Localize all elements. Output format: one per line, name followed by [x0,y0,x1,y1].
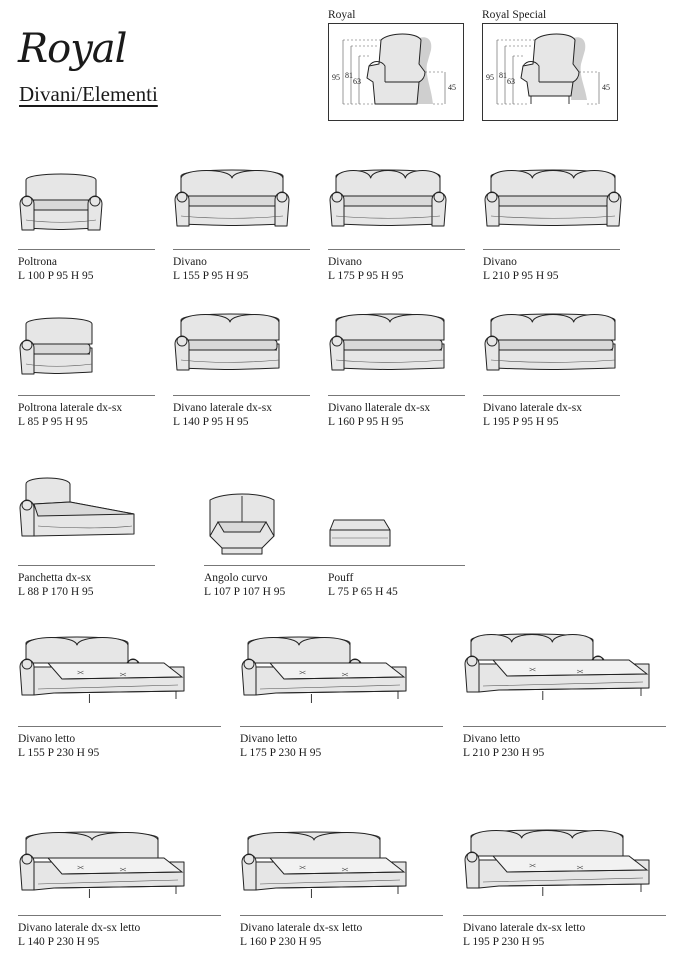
product-name: Divano letto [18,733,76,745]
furniture-drawing [174,169,290,227]
furniture-drawing [19,477,135,537]
divider-line [18,726,221,727]
divider-line [204,565,341,566]
divider-line [483,395,620,396]
furniture-drawing [174,313,280,371]
product-dimensions: L 175 P 230 H 95 [240,747,322,759]
product-dimensions: L 210 P 95 H 95 [483,270,559,282]
divider-line [240,915,443,916]
furniture-drawing [484,313,616,371]
divider-line [463,915,666,916]
product-dimensions: L 175 P 95 H 95 [328,270,404,282]
product-dimensions: L 88 P 170 H 95 [18,586,94,598]
reference-royal-special: Royal Special 95 81 63 45 [482,8,620,121]
divider-line [483,249,620,250]
divider-line [463,726,666,727]
divider-line [18,565,155,566]
product-dimensions: L 107 P 107 H 95 [204,586,286,598]
divider-line [240,726,443,727]
product-name: Poltrona laterale dx-sx [18,402,123,414]
furniture-drawing [241,636,407,703]
product-name: Divano letto [463,733,521,745]
furniture-drawing [464,633,650,700]
product-name: Divano [328,256,362,268]
brand-title: Royal [18,26,127,72]
furniture-drawing [209,493,275,555]
product-name: Divano laterale dx-sx letto [240,922,363,934]
divider-line [18,915,221,916]
divider-line [173,395,310,396]
dim-label: 45 [448,83,456,92]
product-name: Angolo curvo [204,572,268,584]
furniture-drawing [329,519,391,547]
dim-label: 63 [507,77,515,86]
product-name: Divano laterale dx-sx letto [18,922,141,934]
dim-label: 81 [499,71,507,80]
product-name: Pouff [328,572,354,584]
product-dimensions: L 195 P 95 H 95 [483,416,559,428]
reference-title: Royal [328,9,356,21]
product-name: Divano llaterale dx-sx [328,402,431,414]
divider-line [328,395,465,396]
furniture-drawing [19,173,103,231]
reference-box: 95 81 63 45 [328,23,464,121]
product-dimensions: L 160 P 230 H 95 [240,936,322,948]
furniture-drawing [464,829,650,896]
product-dimensions: L 75 P 65 H 45 [328,586,398,598]
product-dimensions: L 210 P 230 H 95 [463,747,545,759]
product-name: Divano letto [240,733,298,745]
divider-line [18,395,155,396]
divider-line [173,249,310,250]
product-name: Divano [483,256,517,268]
product-dimensions: L 160 P 95 H 95 [328,416,404,428]
divider-line [328,565,465,566]
reference-title: Royal Special [482,9,547,21]
furniture-drawing [329,313,445,371]
reference-royal: Royal 95 81 63 45 [328,8,466,121]
dim-label: 81 [345,71,353,80]
divider-line [18,249,155,250]
reference-box: 95 81 63 45 [482,23,618,121]
product-dimensions: L 140 P 230 H 95 [18,936,100,948]
divider-line [328,249,465,250]
side-profile-drawing: 95 81 63 45 [332,33,456,105]
side-profile-drawing: 95 81 63 45 [486,33,610,105]
product-name: Poltrona [18,256,57,268]
product-name: Divano laterale dx-sx [483,402,582,414]
furniture-drawing [19,831,185,898]
product-dimensions: L 100 P 95 H 95 [18,270,94,282]
dim-label: 95 [486,73,494,82]
furniture-drawing [329,169,447,227]
furniture-drawing [484,169,622,227]
product-dimensions: L 140 P 95 H 95 [173,416,249,428]
furniture-drawing [241,831,407,898]
product-name: Divano [173,256,207,268]
furniture-drawing [19,317,93,375]
product-dimensions: L 85 P 95 H 95 [18,416,88,428]
product-dimensions: L 155 P 230 H 95 [18,747,100,759]
product-name: Divano laterale dx-sx [173,402,272,414]
dim-label: 95 [332,73,340,82]
product-dimensions: L 195 P 230 H 95 [463,936,545,948]
furniture-drawing [19,636,185,703]
page-subtitle: Divani/Elementi [19,82,158,106]
product-name: Divano laterale dx-sx letto [463,922,586,934]
product-name: Panchetta dx-sx [18,572,92,584]
product-dimensions: L 155 P 95 H 95 [173,270,249,282]
dim-label: 63 [353,77,361,86]
dim-label: 45 [602,83,610,92]
